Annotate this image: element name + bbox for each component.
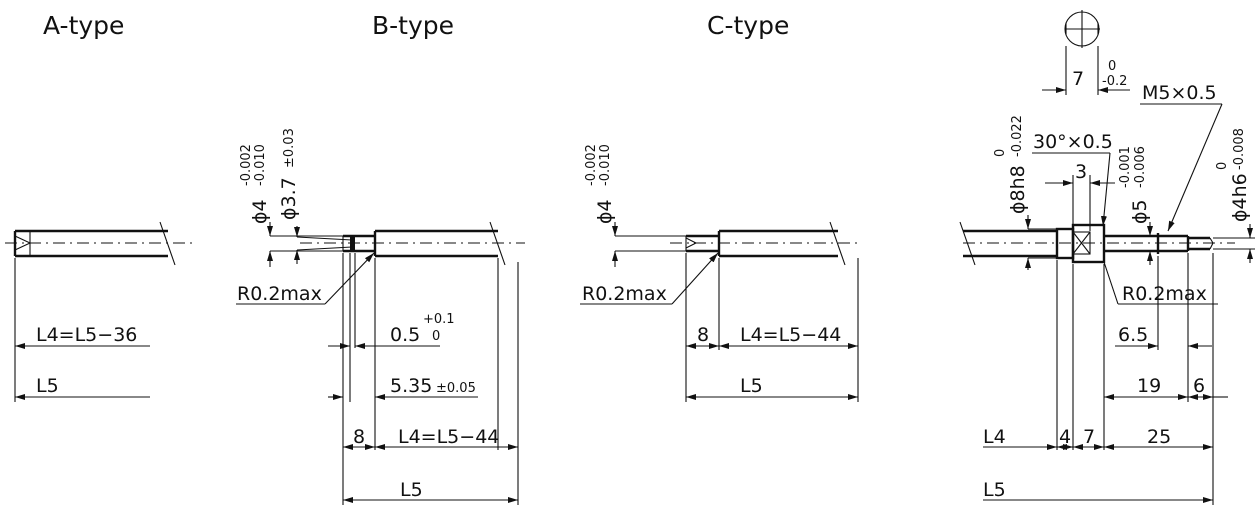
b-type-title: B-type: [372, 11, 454, 40]
d-type-flat-label: 7: [1072, 68, 1084, 90]
b-type-drawing: B-type ϕ4 -0.002 -0.010: [236, 11, 525, 505]
d-type-d4-label: 4: [1059, 426, 1071, 448]
b-type-groove-tol-lower: 0: [432, 329, 440, 344]
b-type-groove-tol-upper: +0.1: [423, 312, 455, 327]
c-type-l5-label: L5: [740, 375, 763, 397]
a-type-drawing: A-type L4=L5−36 L5: [5, 11, 195, 402]
a-type-dimensions: L4=L5−36 L5: [14, 258, 150, 402]
c-type-len8-label: 8: [697, 324, 709, 346]
b-type-groove-label: 0.5: [390, 324, 420, 346]
a-type-l5-label: L5: [36, 375, 59, 397]
b-type-radius-label: R0.2max: [237, 283, 322, 305]
d-type-dimensions: ϕ8h8 0 -0.022 30°×0.5 3 ϕ5 -0.001 -0.006…: [983, 82, 1255, 505]
d-type-w3-label: 3: [1075, 161, 1087, 183]
c-type-drawing: C-type ϕ4 -0.002 -0.010 R0.2max: [580, 11, 860, 402]
d-type-dia8-tol-upper: 0: [993, 149, 1008, 157]
d-type-l5-label: L5: [983, 479, 1006, 501]
d-type-dia5-tol-lower: -0.006: [1133, 146, 1148, 188]
d-type-end-view: 7 0 -0.2: [1042, 10, 1130, 95]
d-type-d7-label: 7: [1083, 426, 1095, 448]
c-type-dia-label: ϕ4: [594, 199, 616, 224]
d-type-dia8-label: ϕ8h8: [1007, 165, 1029, 214]
d-type-thread-label: M5×0.5: [1142, 82, 1217, 104]
d-type-flat-tol-upper: 0: [1108, 59, 1116, 74]
b-type-dia-tol-lower: -0.010: [253, 144, 268, 186]
d-type-d65-label: 6.5: [1118, 324, 1148, 346]
b-type-dia-label: ϕ4: [249, 199, 271, 224]
b-type-dia2-tol: ±0.03: [282, 128, 297, 168]
b-type-pos-tol: ±0.05: [436, 381, 476, 396]
d-type-dia4-tol-lower: -0.008: [1232, 128, 1247, 170]
a-type-shaft: [5, 221, 195, 266]
c-type-title: C-type: [707, 11, 789, 40]
d-type-dia5-label: ϕ5: [1129, 199, 1151, 224]
b-type-pos-label: 5.35: [390, 375, 432, 397]
d-type-flat-tol-lower: -0.2: [1102, 74, 1127, 89]
d-type-l4-label: L4: [983, 426, 1006, 448]
d-type-radius-label: R0.2max: [1122, 283, 1207, 305]
d-type-dia4-label: ϕ4h6: [1229, 173, 1251, 222]
c-type-radius-label: R0.2max: [582, 283, 667, 305]
b-type-dia2-label: ϕ3.7: [278, 177, 300, 220]
b-type-shaft: [300, 221, 525, 266]
b-type-l4-label: L4=L5−44: [398, 426, 499, 448]
d-type-d19-label: 19: [1137, 375, 1161, 397]
b-type-dia-tol-upper: -0.002: [239, 144, 254, 186]
c-type-dimensions: ϕ4 -0.002 -0.010 R0.2max 8 L4=L5−44 L5: [580, 144, 859, 402]
d-type-d25-label: 25: [1147, 426, 1171, 448]
d-type-d6-label: 6: [1193, 375, 1205, 397]
d-type-dia4-tol-upper: 0: [1215, 162, 1230, 170]
d-type-chamfer-label: 30°×0.5: [1033, 131, 1113, 153]
c-type-l4-label: L4=L5−44: [740, 324, 841, 346]
d-type-shaft: [959, 221, 1235, 266]
a-type-title: A-type: [43, 11, 124, 40]
a-type-l4-label: L4=L5−36: [36, 324, 137, 346]
d-type-dia5-tol-upper: -0.001: [1118, 146, 1133, 188]
c-type-shaft: [670, 221, 860, 266]
d-type-dia8-tol-lower: -0.022: [1010, 115, 1025, 157]
d-type-drawing: 7 0 -0.2: [959, 10, 1255, 505]
b-type-l5-label: L5: [400, 479, 423, 501]
c-type-dia-tol-lower: -0.010: [598, 144, 613, 186]
c-type-dia-tol-upper: -0.002: [584, 144, 599, 186]
b-type-len8-label: 8: [353, 426, 365, 448]
b-type-dimensions: ϕ4 -0.002 -0.010 ϕ3.7 ±0.03 R0.2max: [236, 128, 519, 505]
